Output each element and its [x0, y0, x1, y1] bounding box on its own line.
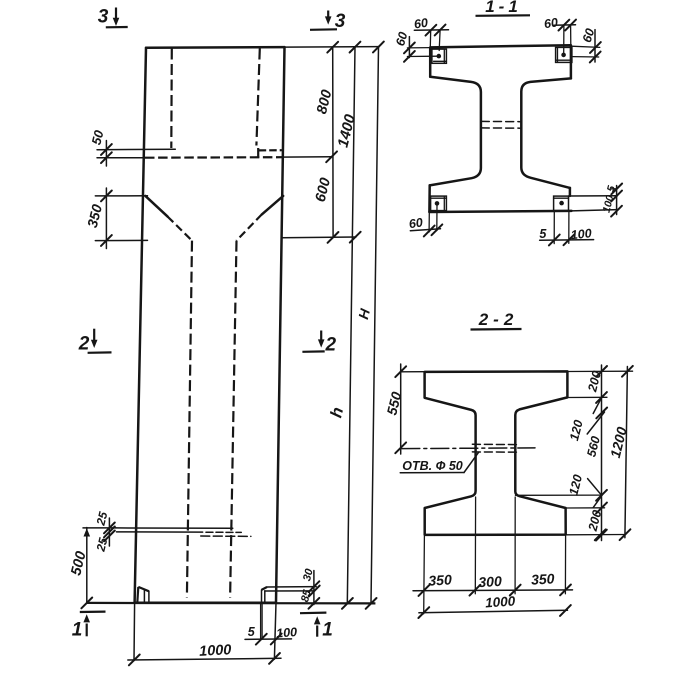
svg-text:350: 350	[84, 203, 105, 230]
svg-text:30: 30	[301, 567, 316, 583]
svg-text:120: 120	[566, 473, 585, 497]
svg-text:85: 85	[299, 588, 314, 604]
svg-text:200: 200	[585, 369, 604, 394]
svg-text:ОТВ. Ф 50: ОТВ. Ф 50	[402, 459, 463, 473]
svg-text:1: 1	[72, 620, 83, 641]
svg-text:5: 5	[605, 184, 618, 193]
svg-text:550: 550	[383, 390, 404, 417]
svg-text:3: 3	[335, 11, 346, 32]
svg-text:350: 350	[428, 571, 452, 588]
svg-text:60: 60	[543, 15, 559, 31]
svg-text:2: 2	[78, 334, 90, 355]
svg-text:1: 1	[322, 619, 333, 640]
svg-text:600: 600	[313, 176, 334, 203]
svg-text:3: 3	[98, 7, 109, 28]
svg-text:60: 60	[580, 27, 598, 45]
svg-text:50: 50	[88, 128, 106, 146]
svg-text:5: 5	[248, 625, 256, 639]
svg-text:2-2: 2-2	[478, 310, 519, 329]
svg-text:60: 60	[393, 30, 410, 47]
svg-text:1000: 1000	[485, 593, 516, 610]
svg-text:1000: 1000	[199, 642, 232, 660]
svg-text:120: 120	[567, 419, 586, 443]
svg-text:H: H	[355, 306, 373, 321]
svg-text:200: 200	[585, 509, 604, 534]
svg-text:25: 25	[93, 510, 110, 528]
svg-text:60: 60	[408, 215, 424, 231]
svg-text:1200: 1200	[607, 425, 630, 459]
svg-text:1400: 1400	[335, 112, 360, 149]
svg-text:100: 100	[601, 194, 617, 214]
svg-text:350: 350	[531, 570, 555, 587]
svg-text:60: 60	[413, 16, 429, 32]
svg-text:560: 560	[584, 435, 603, 459]
svg-text:300: 300	[478, 573, 502, 590]
svg-text:5: 5	[539, 227, 547, 241]
svg-text:100: 100	[276, 625, 298, 640]
svg-text:1-1: 1-1	[485, 0, 522, 16]
svg-text:2: 2	[325, 334, 337, 355]
svg-text:800: 800	[314, 88, 335, 115]
svg-text:25: 25	[93, 536, 110, 554]
svg-text:h: h	[327, 405, 347, 419]
svg-text:100: 100	[570, 226, 592, 242]
svg-text:500: 500	[68, 550, 89, 577]
